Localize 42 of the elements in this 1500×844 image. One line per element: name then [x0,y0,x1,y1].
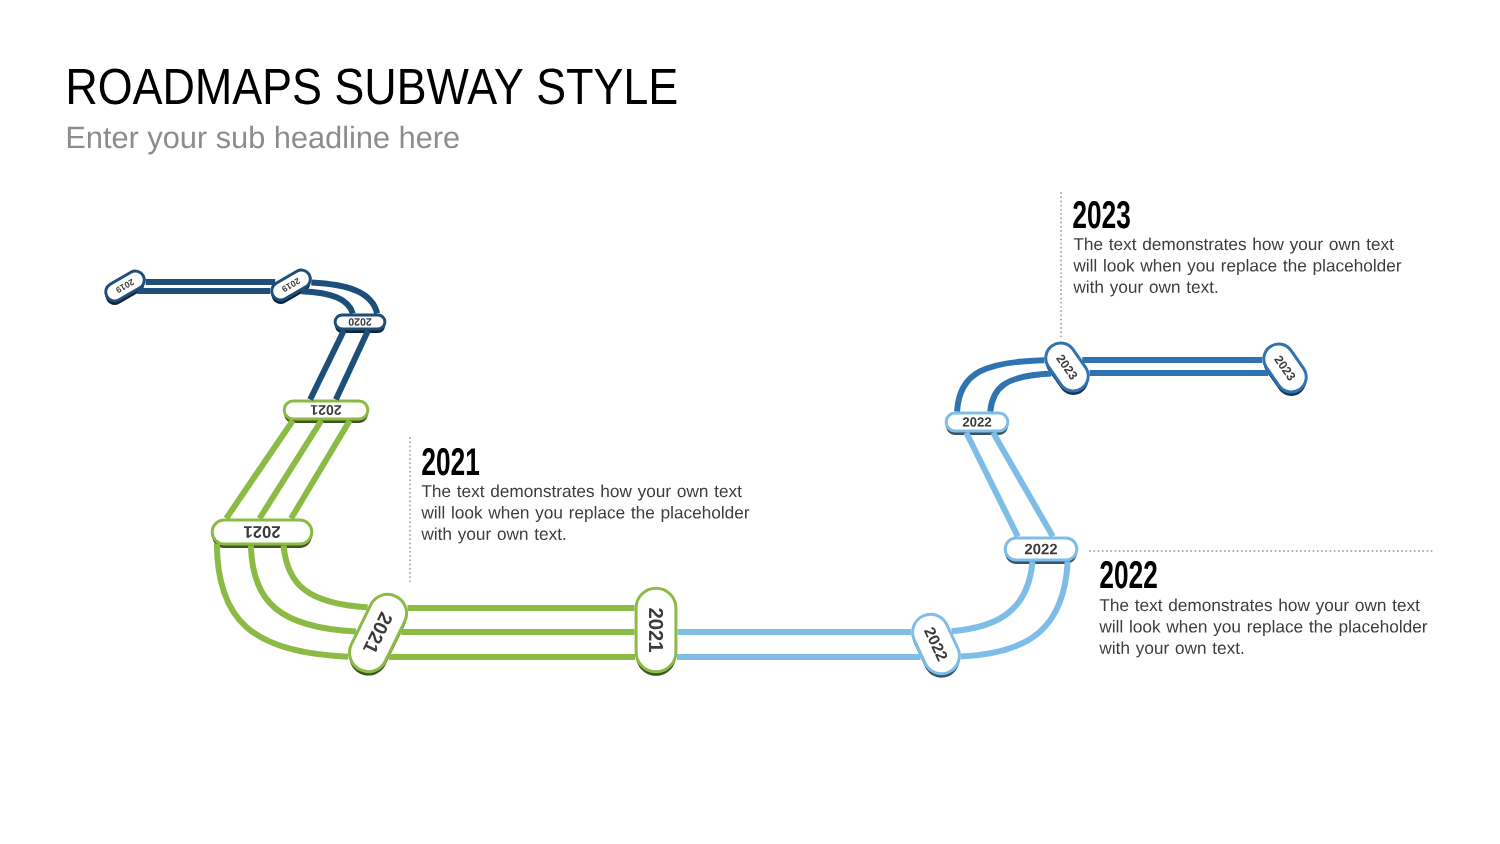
station-pill: 2021 [348,592,408,676]
rail [963,431,1021,538]
rail [301,288,356,315]
body-text: The text demonstrates how your own text will look when you replace the placeholder with your own text. [421,484,750,544]
rail [213,543,349,660]
station-pill: 2020 [333,313,387,333]
station-pill: 2022 [911,612,961,678]
rail [987,370,1052,412]
title: ROADMAPS SUBWAY STYLE [69,68,677,105]
year-heading: 2023 [1073,201,1130,229]
rail [247,545,357,635]
rail [676,654,921,660]
year-heading: 2021 [422,448,480,476]
rail [1089,370,1269,376]
body-text: The text demonstrates how your own text will look when you replace the placeholder with your own text. [1099,598,1428,658]
rail [307,329,347,401]
rail [333,329,371,401]
station-pill: 2021 [634,586,678,676]
rail [145,279,276,285]
rail [954,357,1045,412]
rail [407,605,635,611]
year-heading: 2022 [1100,561,1157,589]
rail [280,545,368,611]
rail [401,629,635,635]
body-text: The text demonstrates how your own text will look when you replace the placeholder with your own text. [1073,237,1402,297]
rail [951,561,1036,635]
station-pill: 2021 [282,399,370,423]
rail [257,418,324,521]
rail [288,418,353,521]
station-pill: 2019 [104,269,146,305]
rail [137,288,271,294]
station-pill: 2022 [1003,536,1079,564]
subtitle: Enter your sub headline here [67,125,459,155]
rail [223,418,296,521]
rail [960,561,1071,660]
rail [1082,357,1263,363]
station-pill: 2019 [270,268,312,304]
station-pill: 2022 [944,411,1010,435]
station-pill: 2021 [210,518,314,548]
rail [311,279,380,315]
rail [389,654,636,660]
rail [990,431,1056,538]
